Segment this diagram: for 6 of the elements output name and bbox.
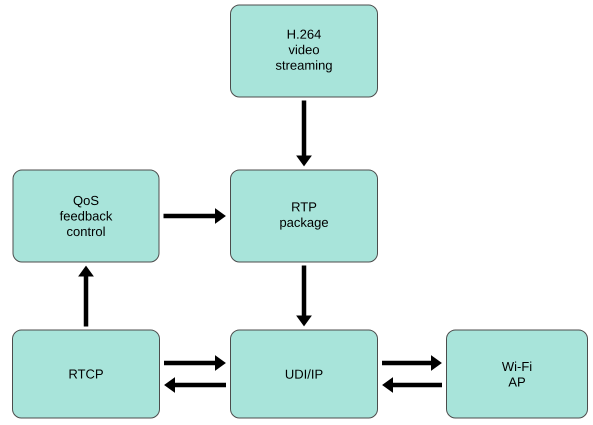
process-box: QoS feedback control xyxy=(12,170,160,262)
process-box: RTCP xyxy=(12,330,160,418)
process-box: RTP package xyxy=(230,170,378,262)
process-box: H.264 video streaming xyxy=(230,4,378,98)
process-box: Wi-Fi AP xyxy=(446,330,588,418)
process-box: UDI/IP xyxy=(230,330,378,418)
